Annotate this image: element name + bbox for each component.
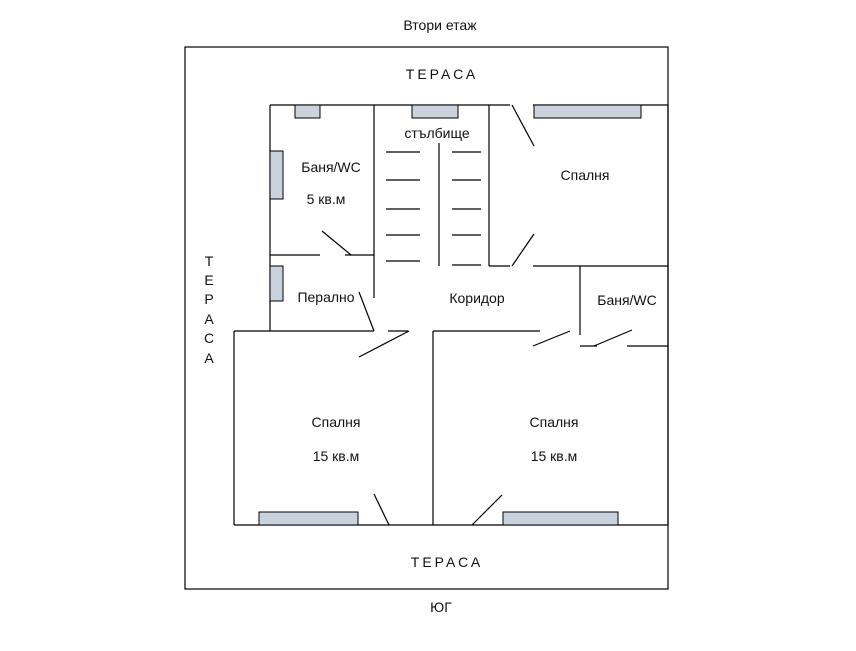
terrace-left-letter: С bbox=[204, 330, 214, 346]
door-terrace-left bbox=[373, 493, 390, 526]
room-bedroom-bottom-right-area: 15 кв.м bbox=[531, 448, 578, 464]
room-bath-right-name: Баня/WC bbox=[597, 292, 657, 308]
room-bedroom-bottom-right-name: Спалня bbox=[530, 414, 579, 430]
door-bath-right bbox=[593, 329, 633, 347]
room-bath-left-name: Баня/WC bbox=[301, 159, 361, 175]
room-bedroom-bottom-left-area: 15 кв.м bbox=[313, 448, 360, 464]
floor-title: Втори етаж bbox=[403, 17, 477, 33]
room-corridor-name: Коридор bbox=[449, 290, 505, 306]
terrace-left-letter: Е bbox=[204, 272, 213, 288]
terrace-bottom-label: ТЕРАСА bbox=[411, 554, 483, 570]
windows bbox=[258, 104, 642, 526]
room-bedroom-bottom-left-name: Спалня bbox=[312, 414, 361, 430]
door-bedroom-bottom-right bbox=[532, 330, 571, 347]
terrace-left-letter: А bbox=[204, 311, 214, 327]
window bbox=[258, 511, 359, 526]
window bbox=[533, 104, 642, 119]
door-bedroom-top-terrace bbox=[511, 104, 535, 147]
window bbox=[269, 150, 284, 200]
terrace-top-label: ТЕРАСА bbox=[406, 66, 478, 82]
door-terrace-right bbox=[471, 494, 503, 526]
window bbox=[502, 511, 619, 526]
terrace-left-letter: Т bbox=[205, 253, 214, 269]
window bbox=[411, 104, 459, 119]
doors bbox=[321, 104, 633, 526]
room-bedroom-top-right-name: Спалня bbox=[561, 167, 610, 183]
terrace-left-letter: А bbox=[204, 350, 214, 366]
terrace-left-letter: Р bbox=[204, 291, 213, 307]
door-bedroom-bottom-left bbox=[358, 330, 410, 358]
compass-label: ЮГ bbox=[430, 599, 452, 615]
room-laundry-name: Перално bbox=[297, 289, 354, 305]
window bbox=[294, 104, 321, 119]
terrace-left-label: Т Е Р А С А bbox=[204, 253, 214, 366]
door-bath-left bbox=[321, 230, 352, 256]
door-bedroom-top-right bbox=[511, 233, 535, 267]
stair-treads bbox=[386, 143, 481, 266]
window bbox=[269, 265, 284, 302]
room-stairs-name: стълбище bbox=[404, 125, 470, 141]
door-laundry bbox=[358, 291, 375, 332]
room-bath-left-area: 5 кв.м bbox=[307, 191, 346, 207]
